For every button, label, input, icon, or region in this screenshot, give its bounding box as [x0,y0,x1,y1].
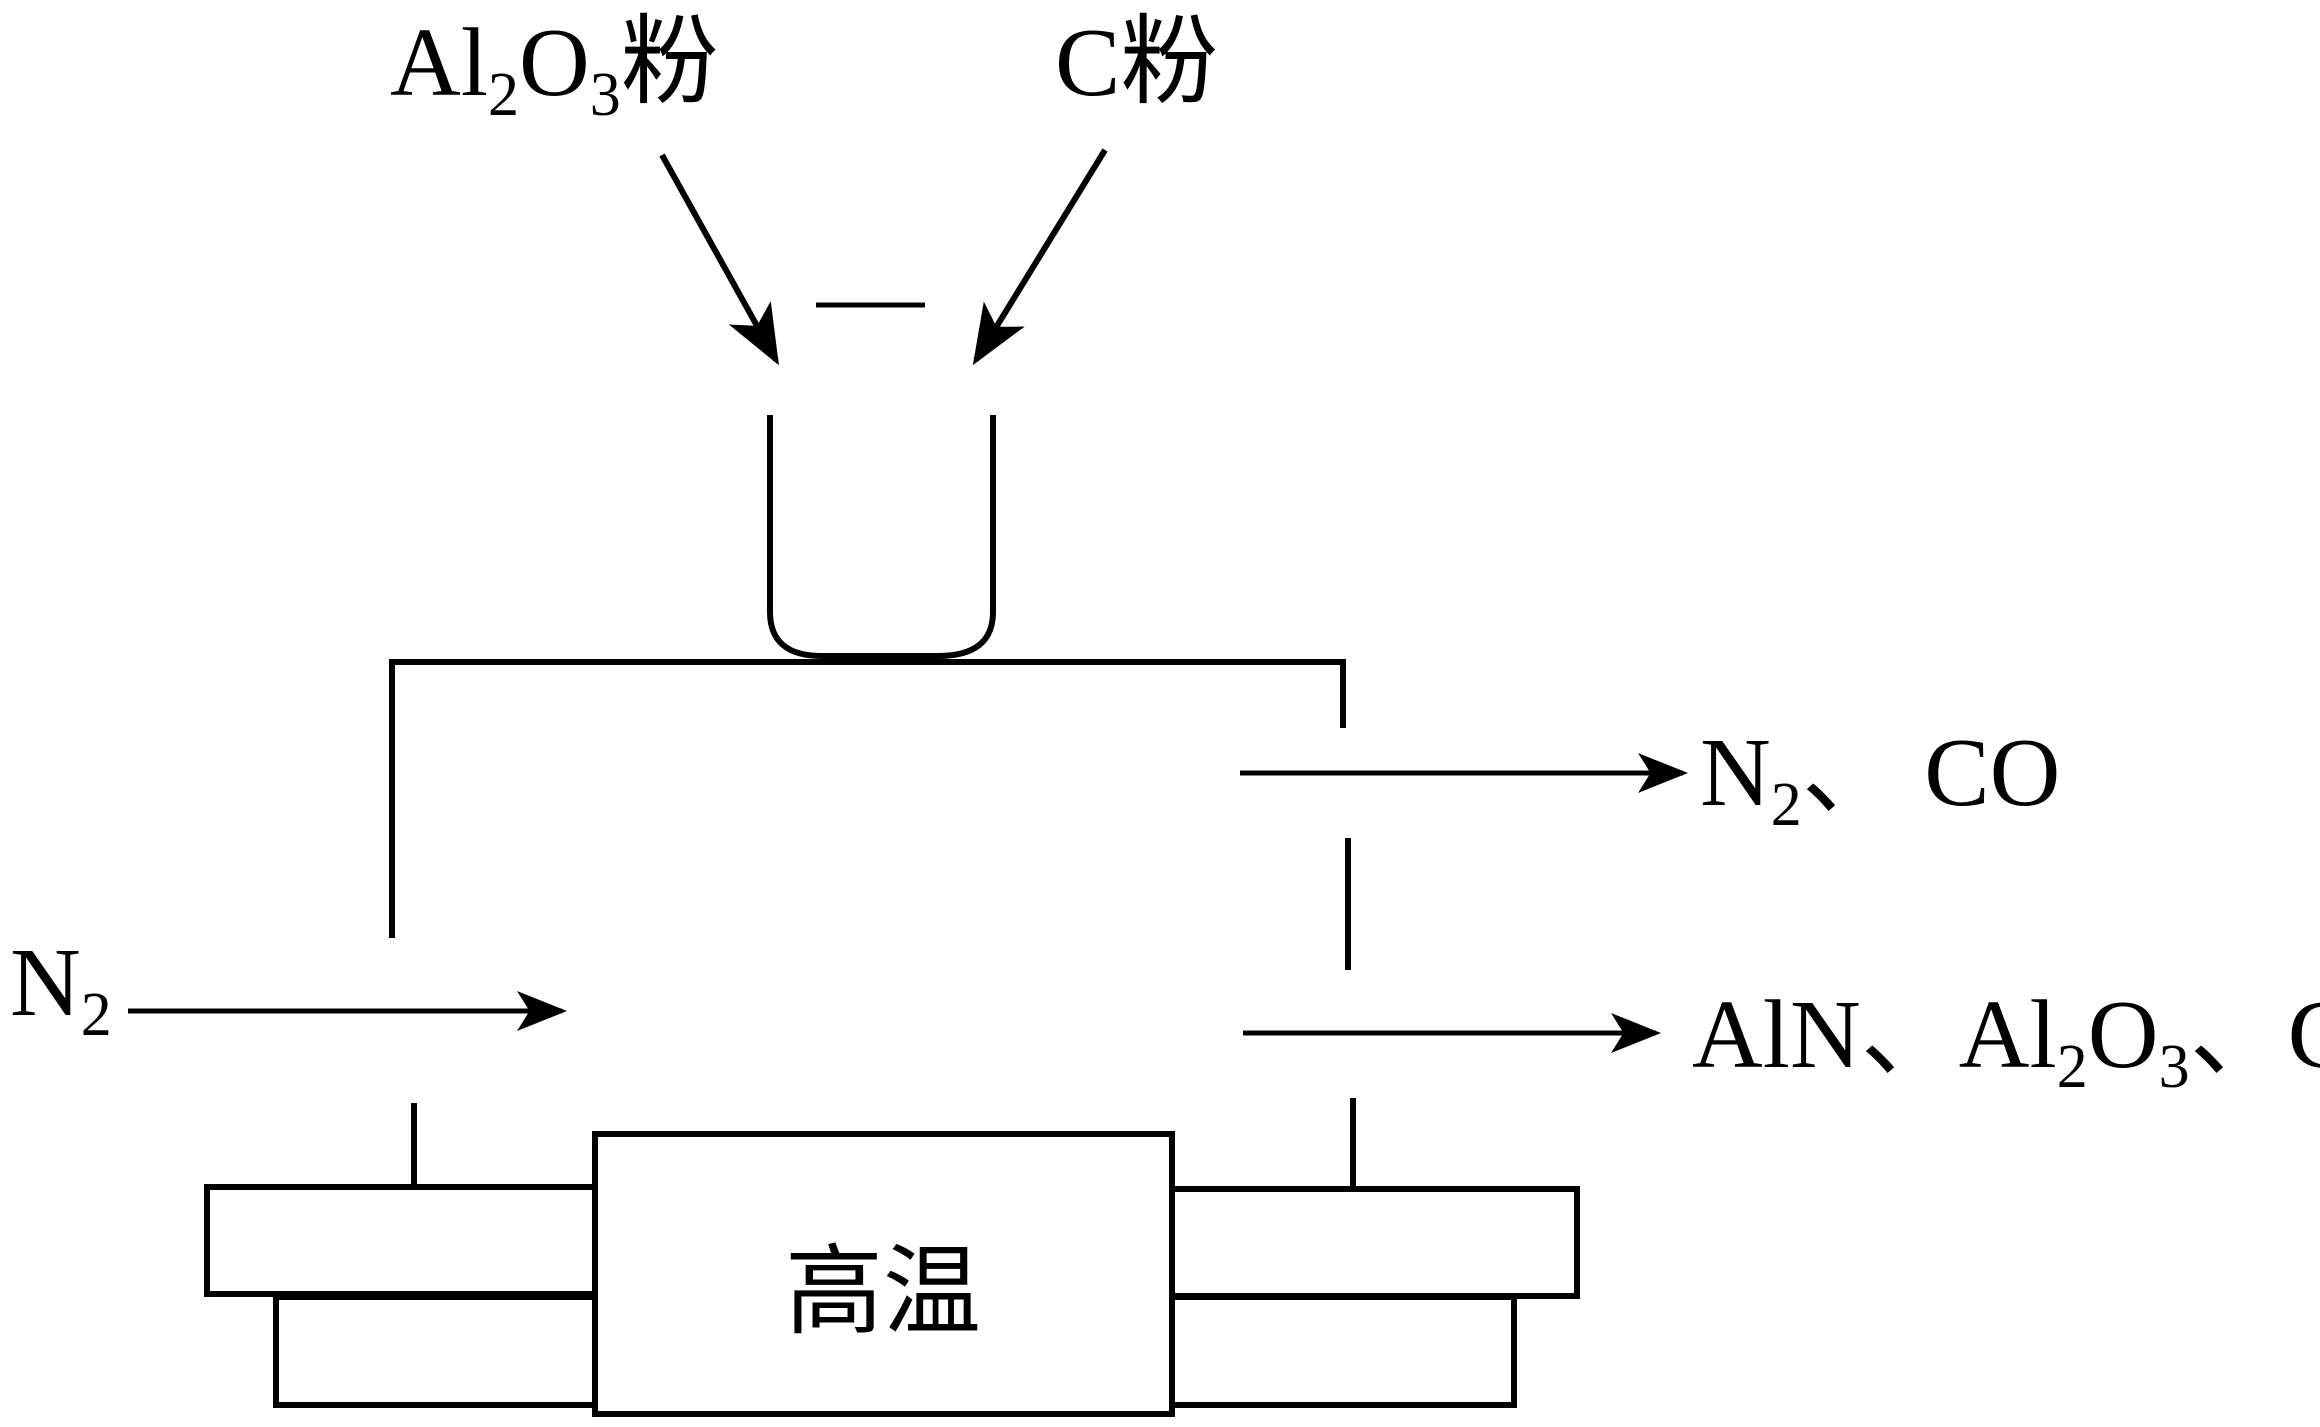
gas-output-label: N2、 CO [1700,719,2060,839]
solid-output-label: AlN、Al2O3、C [1692,981,2320,1101]
reactor-shell [389,659,1346,938]
left-upper-block [204,1184,598,1297]
right-upper-block [1169,1186,1580,1299]
carbon-powder-label: C粉 [1055,9,1218,117]
furnace-label: 高温 [785,1239,981,1347]
carbon-feed-arrow [972,148,1108,366]
feed-hopper [767,415,996,659]
left-lower-block [273,1294,598,1408]
nitrogen-inlet-label: N2 [10,929,112,1049]
alumina-powder-label: Al2O3粉 [390,9,719,129]
right-lower-block [1169,1294,1517,1408]
alumina-feed-arrow [659,153,779,366]
high-temperature-furnace [592,1131,1175,1417]
